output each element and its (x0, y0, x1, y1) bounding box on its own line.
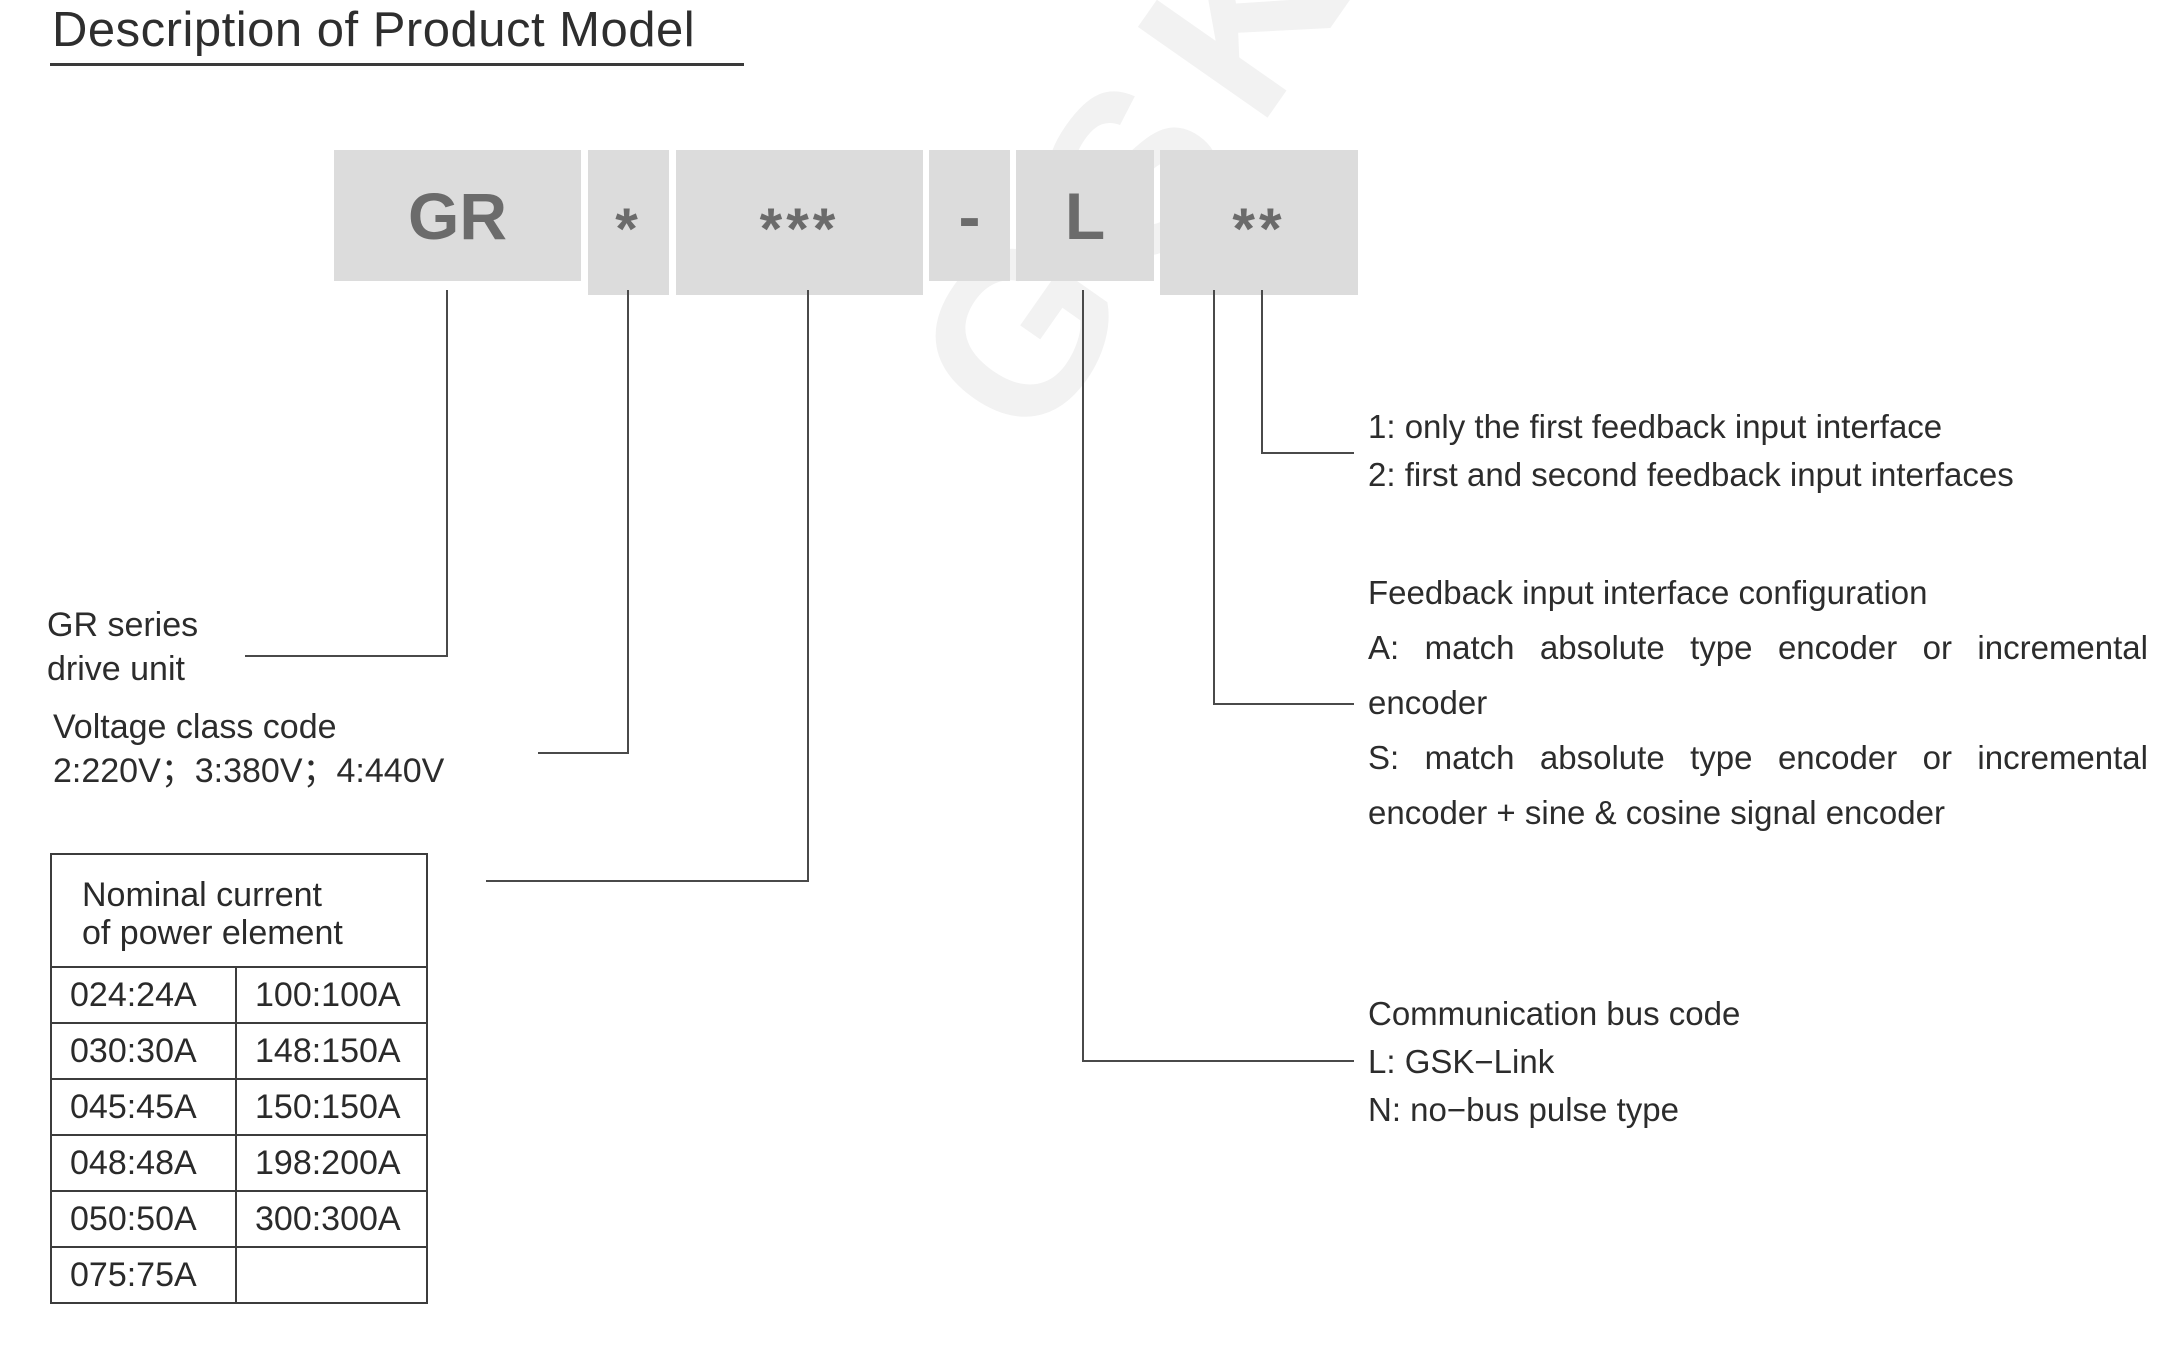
voltage-label-heading: Voltage class code (53, 708, 337, 746)
table-row: 045:45A 150:150A (50, 1078, 428, 1136)
table-row: 075:75A (50, 1246, 428, 1304)
code-dash-text: - (958, 178, 981, 253)
table-cell: 148:150A (235, 1022, 428, 1080)
connector-feedback-count-vertical (1261, 290, 1263, 454)
feedback-count-line1: 1: only the first feedback input interfa… (1368, 408, 1943, 445)
page-title: Description of Product Model (52, 3, 696, 57)
connector-feedback-count-horizontal (1261, 452, 1354, 454)
feedback-count-line2: 2: first and second feedback input inter… (1368, 456, 2014, 493)
code-box-feedback: ** (1160, 150, 1358, 295)
code-box-current: *** (676, 150, 923, 295)
voltage-label: Voltage class code 2:220V；3:380V；4:440V (53, 705, 444, 793)
code-feedback-text: ** (1232, 197, 1286, 262)
table-header-cell: Nominal current of power element (50, 853, 428, 968)
series-label: GR series drive unit (47, 603, 198, 691)
table-header-row: Nominal current of power element (50, 853, 428, 968)
feedback-count-label: 1: only the first feedback input interfa… (1368, 403, 2014, 499)
bus-label-option-l: L: GSK−Link (1368, 1043, 1555, 1080)
table-row: 048:48A 198:200A (50, 1134, 428, 1192)
table-cell: 075:75A (50, 1246, 237, 1304)
code-box-bus: L (1016, 150, 1154, 281)
connector-bus-horizontal (1082, 1060, 1354, 1062)
connector-feedback-config-horizontal (1213, 703, 1354, 705)
table-cell: 100:100A (235, 966, 428, 1024)
table-cell: 050:50A (50, 1190, 237, 1248)
connector-series-vertical (446, 290, 448, 657)
title-underline (50, 63, 744, 66)
code-current-text: *** (759, 197, 840, 262)
connector-feedback-config-vertical (1213, 290, 1215, 705)
table-header-line2: of power element (82, 913, 343, 952)
series-label-line1: GR series (47, 606, 199, 644)
code-voltage-text: * (615, 197, 642, 262)
table-row: 050:50A 300:300A (50, 1190, 428, 1248)
table-header-line1: Nominal current (82, 875, 322, 914)
table-row: 024:24A 100:100A (50, 966, 428, 1024)
feedback-config-option-a: A: match absolute type encoder or increm… (1368, 629, 2148, 721)
table-cell: 300:300A (235, 1190, 428, 1248)
table-cell: 198:200A (235, 1134, 428, 1192)
table-cell: 024:24A (50, 966, 237, 1024)
table-cell: 030:30A (50, 1022, 237, 1080)
feedback-config-heading: Feedback input interface configuration (1368, 574, 1928, 611)
table-cell: 048:48A (50, 1134, 237, 1192)
bus-label: Communication bus code L: GSK−Link N: no… (1368, 990, 1740, 1134)
voltage-label-values: 2:220V；3:380V；4:440V (53, 752, 445, 790)
table-row: 030:30A 148:150A (50, 1022, 428, 1080)
series-label-line2: drive unit (47, 650, 185, 688)
code-bus-text: L (1064, 178, 1106, 253)
connector-bus-vertical (1082, 290, 1084, 1062)
code-box-dash: - (929, 150, 1010, 281)
code-box-series: GR (334, 150, 581, 281)
table-cell: 150:150A (235, 1078, 428, 1136)
connector-voltage-vertical (627, 290, 629, 754)
nominal-current-table: Nominal current of power element 024:24A… (50, 853, 428, 1304)
bus-label-option-n: N: no−bus pulse type (1368, 1091, 1679, 1128)
feedback-config-label: Feedback input interface configuration A… (1368, 565, 2148, 840)
table-cell (235, 1246, 428, 1304)
connector-current-horizontal (486, 880, 809, 882)
code-box-voltage: * (588, 150, 669, 295)
table-cell: 045:45A (50, 1078, 237, 1136)
connector-voltage-horizontal (538, 752, 629, 754)
bus-label-heading: Communication bus code (1368, 995, 1741, 1032)
feedback-config-option-s: S: match absolute type encoder or increm… (1368, 739, 2148, 831)
code-series-text: GR (408, 178, 507, 253)
connector-series-horizontal (245, 655, 448, 657)
connector-current-vertical (807, 290, 809, 882)
